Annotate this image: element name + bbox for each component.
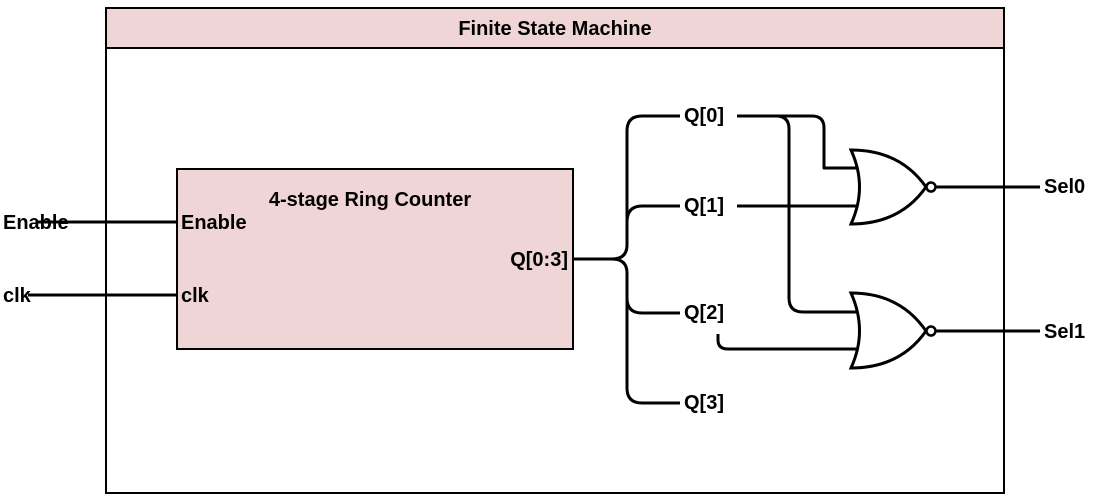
- fsm-title: Finite State Machine: [458, 18, 651, 40]
- bus-tap1-wire: [625, 204, 680, 223]
- clk-input-label: clk: [3, 285, 32, 307]
- bus-lower-wire: [611, 257, 680, 405]
- ring-counter-enable-port: Enable: [181, 212, 247, 234]
- bus-tap-label-q3: Q[3]: [684, 392, 724, 414]
- ring-counter-clk-port: clk: [181, 285, 210, 307]
- q0-to-nor1-wire: [775, 114, 862, 314]
- sel0-output-label: Sel0: [1044, 176, 1085, 198]
- bus-tap-label-q1: Q[1]: [684, 195, 724, 217]
- fsm-title-bar: [105, 7, 1005, 49]
- nor-gate-0-body: [848, 148, 928, 226]
- ring-counter-title: 4-stage Ring Counter: [269, 189, 471, 211]
- bus-tap2-wire: [625, 297, 680, 315]
- ring-counter-output-port: Q[0:3]: [510, 249, 568, 271]
- bus-tap-label-q2: Q[2]: [684, 302, 724, 324]
- nor-gate-0-bubble: [925, 181, 937, 193]
- nor-gate-1-bubble: [925, 325, 937, 337]
- nor-gate-1: Sel1: [848, 291, 1085, 370]
- q0-to-nor0-wire: [737, 114, 862, 170]
- sel1-output-label: Sel1: [1044, 321, 1085, 343]
- enable-input-label: Enable: [3, 212, 69, 234]
- ring-counter-body: [176, 168, 574, 350]
- gate-wiring: [716, 114, 862, 351]
- nor-gate-0: Sel0: [848, 148, 1085, 226]
- output-bus: Q[0] Q[1] Q[2] Q[3]: [573, 105, 724, 414]
- ring-counter-block: 4-stage Ring Counter Enable clk Q[0:3]: [176, 168, 574, 350]
- bus-tap-label-q0: Q[0]: [684, 105, 724, 127]
- q2-to-nor1-wire: [716, 334, 862, 351]
- nor-gate-1-body: [848, 291, 928, 370]
